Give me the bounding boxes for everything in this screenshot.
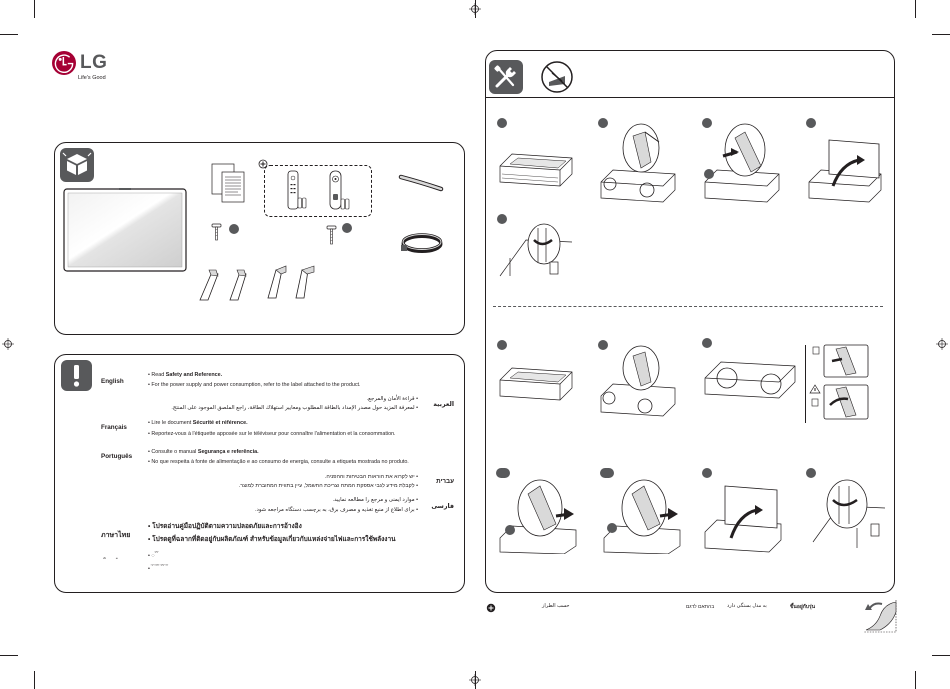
registration-mark-icon [469, 3, 481, 15]
safety-info-panel [54, 354, 465, 593]
model-note-thai: ขึ้นอยู่กับรุ่น [790, 604, 816, 610]
tools-icon [489, 60, 523, 94]
tv-illustration [63, 188, 187, 272]
stand-legs-icon [267, 265, 315, 299]
crop-mark [932, 655, 950, 656]
language-farsi: فارسی [431, 503, 454, 510]
step-screw-right [600, 468, 681, 554]
info-line: • Lire le document Sécurité et référence… [148, 420, 248, 426]
screw-icon [326, 223, 352, 245]
crop-mark [0, 34, 18, 35]
info-line: • قراءة الأمان والمرجع. [366, 396, 418, 402]
step-attach-stand [598, 118, 676, 203]
step-cable-manage-2 [806, 468, 886, 548]
footnote-line: • ◌ ้ ้ [148, 553, 159, 559]
registration-mark-icon [2, 338, 14, 350]
model-note-hebrew: בהתאם לדגם [686, 604, 715, 610]
step-lift-tv [806, 118, 882, 203]
info-line: • برای اطلاع از منبع تغذیه و مصرف برق، ب… [255, 507, 418, 513]
screw-icon [211, 223, 239, 241]
remote-control-icon [287, 170, 307, 210]
info-line: • No que respeita à fonte de alimentação… [148, 459, 409, 465]
warning-exclamation-icon [61, 360, 92, 391]
crop-mark [915, 0, 916, 18]
footnote-marks: ื ั [106, 558, 128, 564]
info-line: • โปรดอ่านคู่มือปฏิบัติตามความปลอดภัยและ… [148, 523, 302, 530]
model-dependent-icon [258, 159, 268, 169]
language-thai: ภาษาไทย [101, 532, 131, 539]
info-line: • Reportez-vous à l'étiquette apposée su… [148, 431, 396, 437]
step-screw-left [496, 468, 577, 554]
language-arabic: العربية [433, 401, 454, 408]
info-line: • For the power supply and power consump… [148, 382, 361, 388]
step-cable-manage [497, 214, 573, 277]
info-line: • โปรดดูที่ฉลากที่ติดอยู่กับผลิตภัณฑ์ สำ… [148, 536, 396, 543]
step-attach-stand-2 [598, 340, 676, 417]
open-box-icon [60, 148, 94, 182]
info-line: • Read Safety and Reference. [148, 372, 223, 378]
info-line: • موارد ایمنی و مرجع را مطالعه نمایید. [332, 497, 418, 503]
stand-detail-locked [809, 384, 869, 420]
power-cord-icon [401, 233, 443, 253]
crop-mark [34, 0, 35, 18]
stand-legs-icon [199, 269, 247, 301]
step-stand-insert [702, 338, 796, 399]
dashed-divider [493, 306, 883, 307]
step-screw-stand [702, 118, 780, 203]
no-sharp-tools-icon [541, 61, 573, 93]
model-note-arabic: حسب الطراز [542, 603, 570, 609]
stand-detail-unlocked [812, 344, 869, 378]
lg-face-icon [52, 51, 76, 75]
language-english: English [101, 378, 124, 385]
lg-logo: LG Life's Good [52, 51, 122, 85]
remote-options-box [264, 165, 372, 217]
vertical-divider [805, 345, 806, 423]
step-lift-tv-2 [702, 468, 782, 553]
magic-remote-icon [329, 170, 350, 210]
page-turn-icon [864, 600, 897, 633]
crop-mark [932, 34, 950, 35]
info-line: • לקבלת מידע לגבי אספקת המתח וצריכת החשמ… [238, 483, 418, 489]
step-tv-in-box-2 [497, 340, 573, 401]
info-line: • Consulte o manual Segurança e referênc… [148, 449, 259, 455]
language-french: Français [101, 424, 127, 431]
brand-name: LG [80, 52, 108, 73]
brand-tagline: Life's Good [78, 75, 106, 81]
registration-mark-icon [469, 674, 481, 686]
footnote-line: • ่ ้ ่ ้ ้ ่ ้ ้ ่ ้ [148, 566, 169, 572]
manual-documents-icon [211, 163, 245, 203]
registration-mark-icon [936, 338, 948, 350]
info-line: • יש לקרוא את הוראות הבטיחות וההפניה. [324, 474, 418, 480]
model-dependent-icon [486, 603, 496, 613]
crop-mark [0, 655, 18, 656]
cable-guide-icon [398, 174, 444, 192]
model-note-farsi: به مدل بستگی دارد [727, 603, 767, 609]
language-hebrew: עברית [436, 478, 454, 485]
section-divider [485, 97, 895, 98]
language-portuguese: Português [101, 453, 133, 460]
crop-mark [915, 671, 916, 689]
step-tv-in-box [497, 118, 573, 187]
crop-mark [34, 671, 35, 689]
info-line: • لمعرفة المزيد حول مصدر الإمداد بالطاقة… [171, 405, 418, 411]
